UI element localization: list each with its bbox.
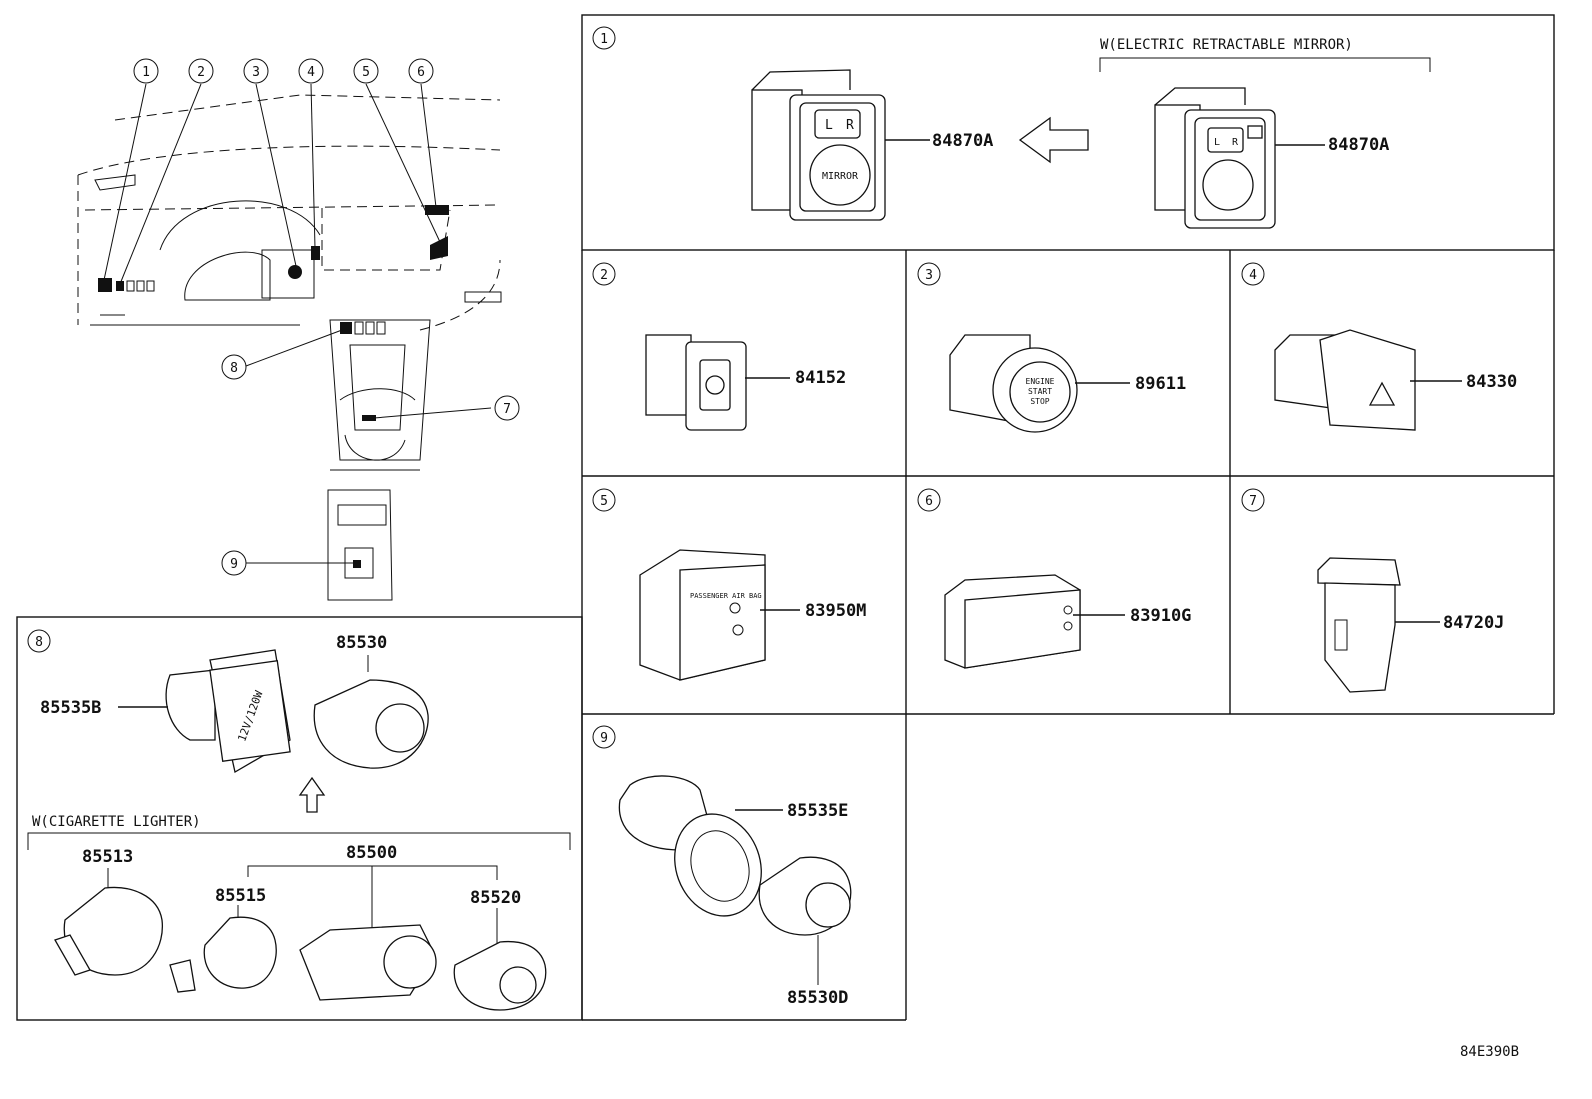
mirror-r-label: R (846, 118, 854, 133)
part-84870A-right: 84870A (1328, 135, 1389, 155)
arrow-up-icon (298, 776, 326, 813)
svg-text:4: 4 (1249, 268, 1257, 283)
diagram-code: 84E390B (1460, 1044, 1519, 1060)
part-84870A-left: 84870A (932, 131, 993, 151)
part-84330: 84330 (1466, 372, 1517, 392)
part-85520: 85520 (470, 888, 521, 908)
mirror-switch-left: L R MIRROR (751, 69, 886, 221)
panel-8-caption: W(CIGARETTE LIGHTER) (32, 814, 201, 830)
arrow-left-icon (1018, 116, 1089, 164)
callout-2: 2 (197, 65, 205, 80)
svg-text:STOP: STOP (1030, 397, 1049, 406)
svg-text:6: 6 (925, 494, 933, 509)
panel-9: 9 85535E 85530D (592, 725, 852, 1008)
callout-9: 9 (230, 557, 238, 572)
mirror-l-label: L (825, 118, 833, 133)
part-85530: 85530 (336, 633, 387, 653)
panel-3: 3 ENGINE START STOP 89611 (917, 262, 1186, 433)
panel-1: 1 W(ELECTRIC RETRACTABLE MIRROR) L R MIR… (592, 26, 1431, 229)
svg-text:3: 3 (925, 268, 933, 283)
part-85500: 85500 (346, 843, 397, 863)
part-83950M: 83950M (805, 601, 866, 621)
panel-frames (16, 14, 1555, 1021)
panel-6: 6 83910G (917, 488, 1191, 669)
panel-5: 5 PASSENGER AIR BAG 83950M (592, 488, 866, 681)
svg-text:2: 2 (600, 268, 608, 283)
part-85513: 85513 (82, 847, 133, 867)
svg-text:START: START (1028, 387, 1052, 396)
panel-7: 7 84720J (1241, 488, 1504, 693)
part-85530D: 85530D (787, 988, 848, 1008)
panel-2: 2 84152 (592, 262, 846, 431)
overview-callouts: 1 2 3 4 5 6 7 8 9 (133, 58, 520, 576)
callout-5: 5 (362, 65, 370, 80)
part-89611: 89611 (1135, 374, 1186, 394)
callout-3: 3 (252, 65, 260, 80)
callout-6: 6 (417, 65, 425, 80)
part-84152: 84152 (795, 368, 846, 388)
hazard-triangle-icon (1368, 381, 1396, 406)
part-85535E: 85535E (787, 801, 848, 821)
svg-text:7: 7 (1249, 494, 1257, 509)
svg-text:L: L (1214, 137, 1220, 148)
airbag-label: PASSENGER AIR BAG (690, 592, 762, 600)
part-84720J: 84720J (1443, 613, 1504, 633)
svg-text:R: R (1232, 137, 1239, 148)
svg-text:9: 9 (600, 731, 608, 746)
callout-8: 8 (230, 361, 238, 376)
svg-text:8: 8 (35, 635, 43, 650)
mirror-switch-right: L R (1154, 87, 1276, 229)
panel-1-number: 1 (600, 32, 608, 47)
panel-4: 4 84330 (1241, 262, 1517, 431)
callout-1: 1 (142, 65, 150, 80)
svg-text:5: 5 (600, 494, 608, 509)
svg-text:ENGINE: ENGINE (1026, 377, 1055, 386)
callout-7: 7 (503, 402, 511, 417)
callout-4: 4 (307, 65, 315, 80)
panel-1-caption: W(ELECTRIC RETRACTABLE MIRROR) (1100, 37, 1353, 53)
mirror-knob-label: MIRROR (822, 171, 859, 182)
dashboard-overview (77, 83, 502, 601)
part-83910G: 83910G (1130, 606, 1191, 626)
panel-8: 8 12V/120W 85535B 85530 W(CIGARETTE LIGH… (27, 629, 571, 1011)
part-85535B: 85535B (40, 698, 101, 718)
part-85515: 85515 (215, 886, 266, 906)
